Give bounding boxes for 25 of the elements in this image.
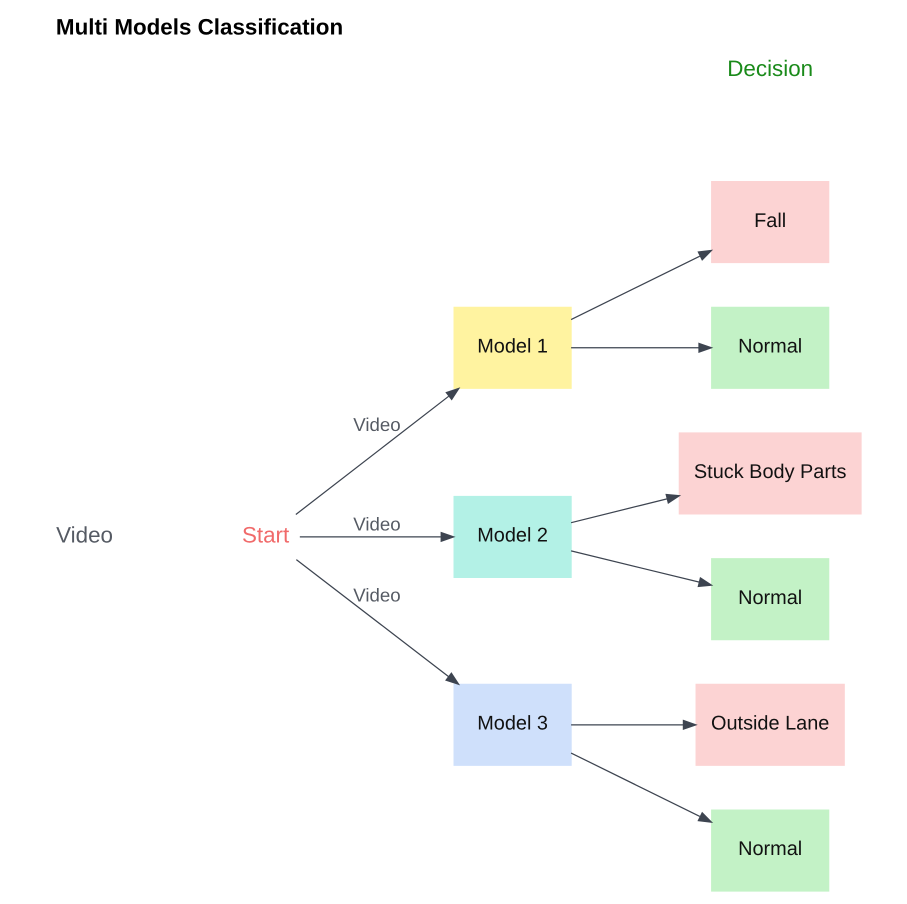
node-box: Model 2 xyxy=(454,496,572,578)
node-box: Model 1 xyxy=(454,306,572,389)
arrow xyxy=(571,342,714,354)
arrow xyxy=(571,720,698,730)
arrow xyxy=(570,550,714,588)
node-box: Fall xyxy=(711,181,830,264)
node-box: Normal xyxy=(711,558,830,640)
arrow xyxy=(295,387,460,515)
node-text: Start xyxy=(242,522,290,548)
node-box: Normal xyxy=(711,306,830,389)
label: Decision xyxy=(727,56,814,81)
diagram-title: Multi Models Classification xyxy=(56,14,344,40)
label: Video xyxy=(56,522,113,548)
arrow xyxy=(300,532,456,542)
arrow xyxy=(296,559,460,686)
node-box: Normal xyxy=(711,809,830,892)
edge-label: Video xyxy=(353,514,401,535)
edge-label: Video xyxy=(353,584,401,606)
arrow xyxy=(570,752,714,823)
node-box: Model 3 xyxy=(454,684,572,766)
arrow xyxy=(570,250,714,320)
edge-label: Video xyxy=(353,414,401,436)
node-box: Outside Lane xyxy=(696,684,845,766)
node-box: Stuck Body Parts xyxy=(678,432,862,515)
arrow xyxy=(570,494,682,524)
